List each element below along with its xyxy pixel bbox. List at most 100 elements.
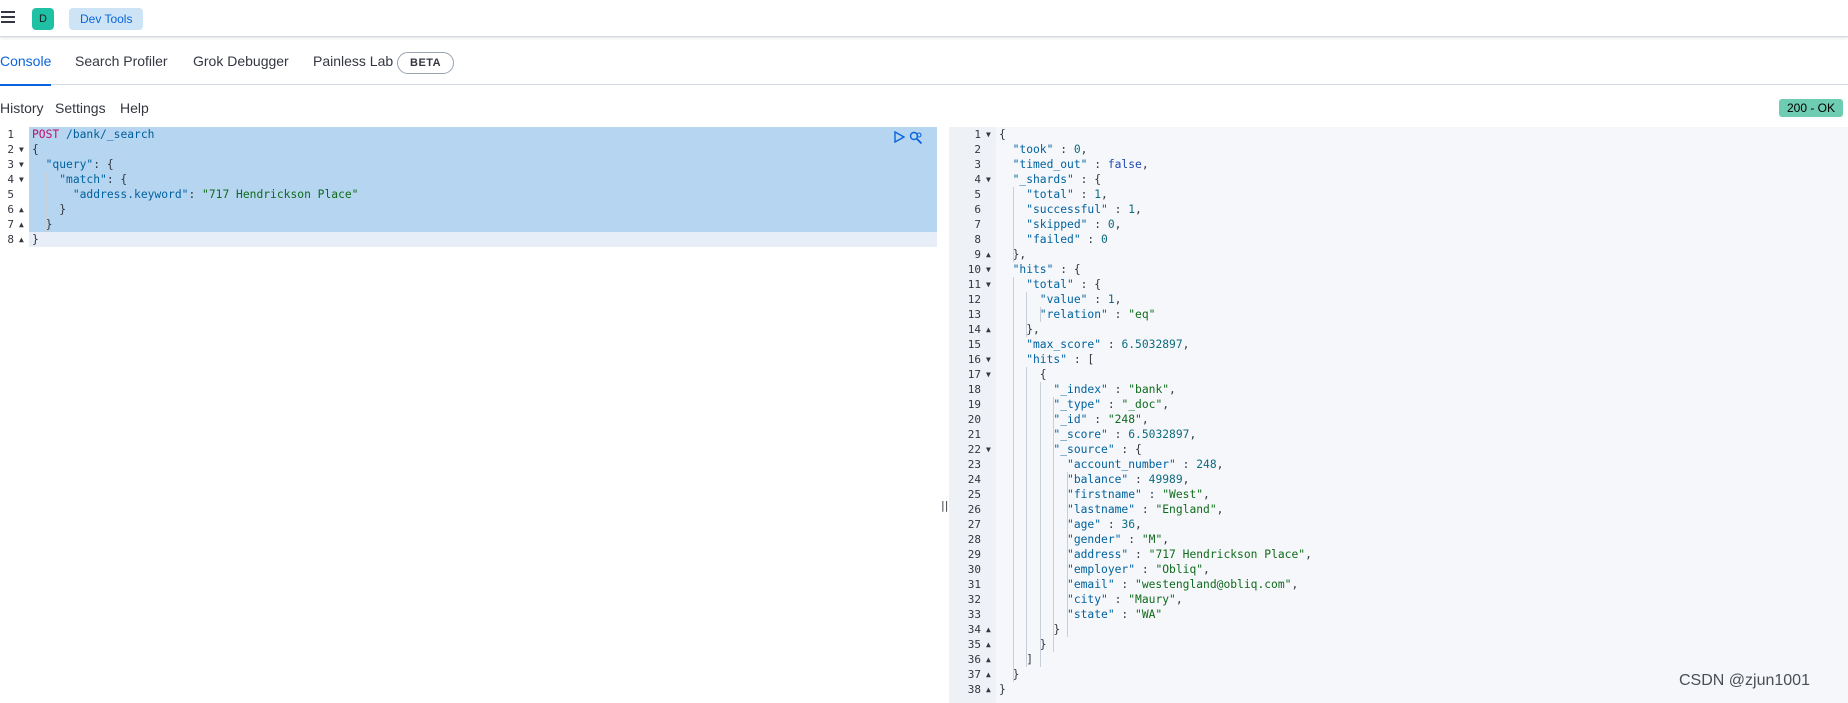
request-line-3: "query": { [45,158,114,171]
request-line-number: 5 [7,188,14,201]
resizer-grip-icon[interactable]: || [941,499,949,512]
response-line: "account_number" : 248, [999,458,1224,471]
hamburger-menu-icon[interactable] [0,9,16,25]
indent-guide [59,187,61,217]
request-line-6: } [32,203,67,216]
fold-expand-icon[interactable]: ▲ [19,235,24,244]
response-line-number: 14▲ [967,323,991,336]
request-line-number: 2▼ [7,143,24,156]
response-line: "city" : "Maury", [999,593,1183,606]
response-line: "balance" : 49989, [999,473,1190,486]
response-line: "successful" : 1, [999,203,1142,216]
response-line: "value" : 1, [999,293,1122,306]
request-selection-highlight [29,127,937,232]
indent-guide [1012,277,1014,682]
fold-collapse-icon[interactable]: ▼ [19,175,24,184]
beta-badge: BETA [397,52,455,74]
response-line-number: 5 [974,188,981,201]
response-line: } [999,668,1020,681]
fold-collapse-icon[interactable]: ▼ [986,445,991,454]
response-line: "_type" : "_doc", [999,398,1170,411]
fold-collapse-icon[interactable]: ▼ [19,145,24,154]
request-line-5: "address.keyword": "717 Hendrickson Plac… [72,188,359,201]
response-line-number: 29 [967,548,981,561]
indent-guide [1026,367,1028,667]
fold-expand-icon[interactable]: ▲ [986,325,991,334]
tab-grok-debugger[interactable]: Grok Debugger [193,53,289,69]
request-method: POST [32,128,60,141]
fold-expand-icon[interactable]: ▲ [986,655,991,664]
request-line-1: POST /bank/_search [32,127,154,142]
request-line-4: "match": { [59,173,128,186]
response-line-number: 12 [967,293,981,306]
fold-collapse-icon[interactable]: ▼ [986,175,991,184]
indent-guide [1026,292,1028,337]
response-line: "total" : 1, [999,188,1108,201]
fold-collapse-icon[interactable]: ▼ [986,355,991,364]
panel-resizer[interactable]: || [937,127,949,703]
wrench-icon[interactable] [909,131,923,145]
response-line: "relation" : "eq" [999,308,1156,321]
response-line-number: 6 [974,203,981,216]
request-code-area[interactable]: POST /bank/_search { "query": { "match":… [29,127,937,703]
indent-guide [1039,382,1041,667]
response-line-number: 15 [967,338,981,351]
history-link[interactable]: History [0,100,44,116]
request-line-number: 7▲ [7,218,24,231]
send-request-icon[interactable] [893,131,905,143]
response-line: "_index" : "bank", [999,383,1176,396]
response-line-number: 8 [974,233,981,246]
response-line-number: 26 [967,503,981,516]
response-line-number: 17▼ [967,368,991,381]
fold-collapse-icon[interactable]: ▼ [986,370,991,379]
fold-expand-icon[interactable]: ▲ [986,250,991,259]
response-line-number: 19 [967,398,981,411]
fold-expand-icon[interactable]: ▲ [986,670,991,679]
response-line: ] [999,653,1034,666]
fold-expand-icon[interactable]: ▲ [19,220,24,229]
indent-guide [45,172,47,232]
response-line: } [999,623,1061,636]
request-line-number: 3▼ [7,158,24,171]
indent-guide [1039,307,1041,322]
settings-link[interactable]: Settings [55,100,106,116]
response-line-number: 7 [974,218,981,231]
response-line-number: 35▲ [967,638,991,651]
response-line-number: 21 [967,428,981,441]
response-line-number: 32 [967,593,981,606]
fold-expand-icon[interactable]: ▲ [986,625,991,634]
response-line: "_id" : "248", [999,413,1149,426]
fold-collapse-icon[interactable]: ▼ [986,130,991,139]
response-line: "address" : "717 Hendrickson Place", [999,548,1312,561]
fold-collapse-icon[interactable]: ▼ [986,265,991,274]
tab-painless-lab[interactable]: Painless Lab [313,53,394,69]
help-link[interactable]: Help [120,100,149,116]
request-active-line [29,232,937,247]
tab-console[interactable]: Console [0,44,52,86]
request-path: /bank/_search [66,128,155,141]
space-avatar[interactable]: D [32,8,54,30]
response-line-number: 20 [967,413,981,426]
fold-collapse-icon[interactable]: ▼ [986,280,991,289]
field-value: "717 Hendrickson Place" [202,188,359,201]
response-line-number: 38▲ [967,683,991,696]
fold-expand-icon[interactable]: ▲ [986,685,991,694]
response-line: "email" : "westengland@obliq.com", [999,578,1299,591]
response-line: "_score" : 6.5032897, [999,428,1197,441]
fold-collapse-icon[interactable]: ▼ [19,160,24,169]
tab-search-profiler[interactable]: Search Profiler [75,53,168,69]
response-line: }, [999,248,1027,261]
request-line-number: 6▲ [7,203,24,216]
fold-expand-icon[interactable]: ▲ [19,205,24,214]
response-line-number: 28 [967,533,981,546]
response-line-number: 23 [967,458,981,471]
response-code-area[interactable]: { "took" : 0, "timed_out" : false, "_sha… [996,127,1848,703]
response-line: "age" : 36, [999,518,1142,531]
breadcrumb-dev-tools[interactable]: Dev Tools [69,8,144,30]
response-line-number: 30 [967,563,981,576]
fold-expand-icon[interactable]: ▲ [986,640,991,649]
response-line: "failed" : 0 [999,233,1108,246]
